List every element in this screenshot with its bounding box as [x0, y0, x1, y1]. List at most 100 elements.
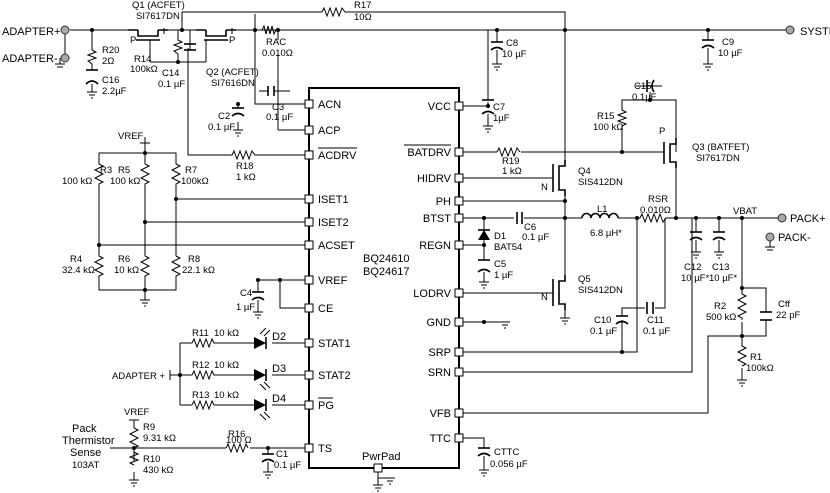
- cttc-value: 0.056 µF: [490, 459, 528, 470]
- junctions: [90, 28, 744, 450]
- ic-left-pin-labels: ACN ACP ACDRV ISET1 ISET2 ACSET VREF CE …: [318, 99, 357, 455]
- r8-symbol: [170, 255, 182, 278]
- capacitors: [85, 39, 772, 463]
- c12-value: 10 µF*: [681, 273, 709, 284]
- q2-ref: Q2 (ACFET): [206, 67, 259, 78]
- ic-right-pin-labels: VCC BATDRV HIDRV PH BTST REGN LODRV GND …: [404, 101, 452, 445]
- r17-value: 10Ω: [354, 12, 372, 23]
- c15-symbol: [646, 79, 655, 93]
- mosfets: [128, 28, 677, 310]
- c3-ref: C3: [272, 102, 284, 113]
- q4-symbol: [552, 160, 566, 196]
- r18-symbol: [231, 149, 258, 161]
- r9-ref: R9: [143, 422, 155, 433]
- r18-ref: R18: [236, 161, 253, 172]
- r11-symbol: [191, 337, 218, 349]
- r13-ref: R13: [192, 390, 209, 401]
- c16-symbol: [85, 69, 99, 85]
- d1-ref: D1: [494, 231, 506, 242]
- r15-ref: R15: [597, 111, 614, 122]
- c4-value: 1 µF: [236, 302, 255, 313]
- pin-stat1: STAT1: [318, 338, 351, 350]
- c12-ref: C12: [684, 262, 701, 273]
- r12-ref: R12: [192, 360, 209, 371]
- r3-value: 100 kΩ: [62, 176, 92, 187]
- pack-neg-label: PACK-: [778, 232, 811, 244]
- c8-value: 10 µF: [502, 49, 527, 60]
- cff-symbol: [760, 311, 772, 321]
- terminals: [60, 25, 795, 242]
- r19-value: 1 kΩ: [502, 166, 522, 177]
- c2-ref: C2: [218, 111, 230, 122]
- q3-ref: Q3 (BATFET): [692, 142, 749, 153]
- cff-ref: Cff: [778, 299, 790, 310]
- resistors: [86, 6, 748, 466]
- pin-srn: SRN: [428, 367, 451, 379]
- r17-symbol: [321, 6, 346, 18]
- c6-symbol: [516, 212, 523, 224]
- c5-ref: C5: [494, 259, 506, 270]
- r4-symbol: [93, 255, 105, 278]
- r20-ref: R20: [102, 45, 119, 56]
- c13-ref: C13: [712, 262, 729, 273]
- vref-bottom-label: VREF: [124, 407, 150, 418]
- rsr-value: 0.010Ω: [640, 205, 671, 216]
- c4-symbol: [251, 291, 265, 301]
- wires: [64, 11, 790, 485]
- r7-symbol: [170, 163, 182, 188]
- c6-ref: C6: [524, 222, 536, 233]
- r6-value: 10 kΩ: [114, 265, 139, 276]
- c10-symbol: [615, 307, 637, 325]
- r13-value: 10 kΩ: [214, 390, 239, 401]
- thermistor-line-1: Pack: [72, 423, 97, 435]
- c7-value: 1µF: [493, 113, 510, 124]
- c8-ref: C8: [506, 38, 518, 49]
- cttc-ref: CTTC: [494, 447, 519, 458]
- r10-value: 430 kΩ: [143, 465, 173, 476]
- l1-ref: L1: [597, 204, 608, 215]
- r16-value: 100 Ω: [226, 435, 252, 446]
- system-terminal: [785, 25, 795, 35]
- adapter-stat-label: ADAPTER +: [112, 371, 166, 382]
- r16-symbol: [225, 442, 249, 454]
- r9-value: 9.31 kΩ: [143, 433, 176, 444]
- r10-ref: R10: [143, 454, 160, 465]
- q2-symbol: [196, 28, 236, 50]
- q1-part: SI7617DN: [136, 11, 180, 22]
- c6-value: 0.1 µF: [522, 232, 549, 243]
- ic-part-1: BQ24610: [363, 253, 409, 265]
- pin-ts: TS: [318, 443, 332, 455]
- c13-symbol: [712, 231, 726, 241]
- pin-acdrv: ACDRV: [318, 150, 357, 162]
- r7-ref: R7: [185, 165, 197, 176]
- pin-regn: REGN: [419, 240, 451, 252]
- r8-ref: R8: [188, 254, 200, 265]
- pin-iset1: ISET1: [318, 194, 349, 206]
- r6-ref: R6: [118, 254, 130, 265]
- q4-part: SIS412DN: [578, 177, 623, 188]
- r8-value: 22.1 kΩ: [182, 265, 215, 276]
- pin-ttc: TTC: [430, 433, 451, 445]
- pin-vfb: VFB: [430, 408, 451, 420]
- pin-iset2: ISET2: [318, 217, 349, 229]
- c1-value: 0.1 µF: [274, 460, 301, 471]
- pin-srp: SRP: [428, 347, 451, 359]
- q1-pin-p: P: [130, 35, 136, 46]
- c11-symbol: [646, 302, 654, 314]
- r19-symbol: [496, 146, 521, 158]
- pin-pg: PG: [318, 400, 334, 412]
- r3-ref: R3: [100, 165, 112, 176]
- grounds: [55, 58, 775, 492]
- pwrpad-label: PwrPad: [362, 451, 401, 463]
- thermistor-line-2: Thermistor: [62, 435, 115, 447]
- c7-symbol: [481, 99, 495, 115]
- c3-value: 0.1 µF: [266, 112, 293, 123]
- q3-pin-p: P: [659, 126, 665, 137]
- r12-value: 10 kΩ: [214, 360, 239, 371]
- r16-ref: R16: [228, 429, 245, 440]
- d1-part: BAT54: [494, 242, 522, 253]
- c14-ref: C14: [162, 68, 179, 79]
- pin-vcc: VCC: [428, 101, 451, 113]
- adapter-pos-label: ADAPTER+: [2, 26, 60, 38]
